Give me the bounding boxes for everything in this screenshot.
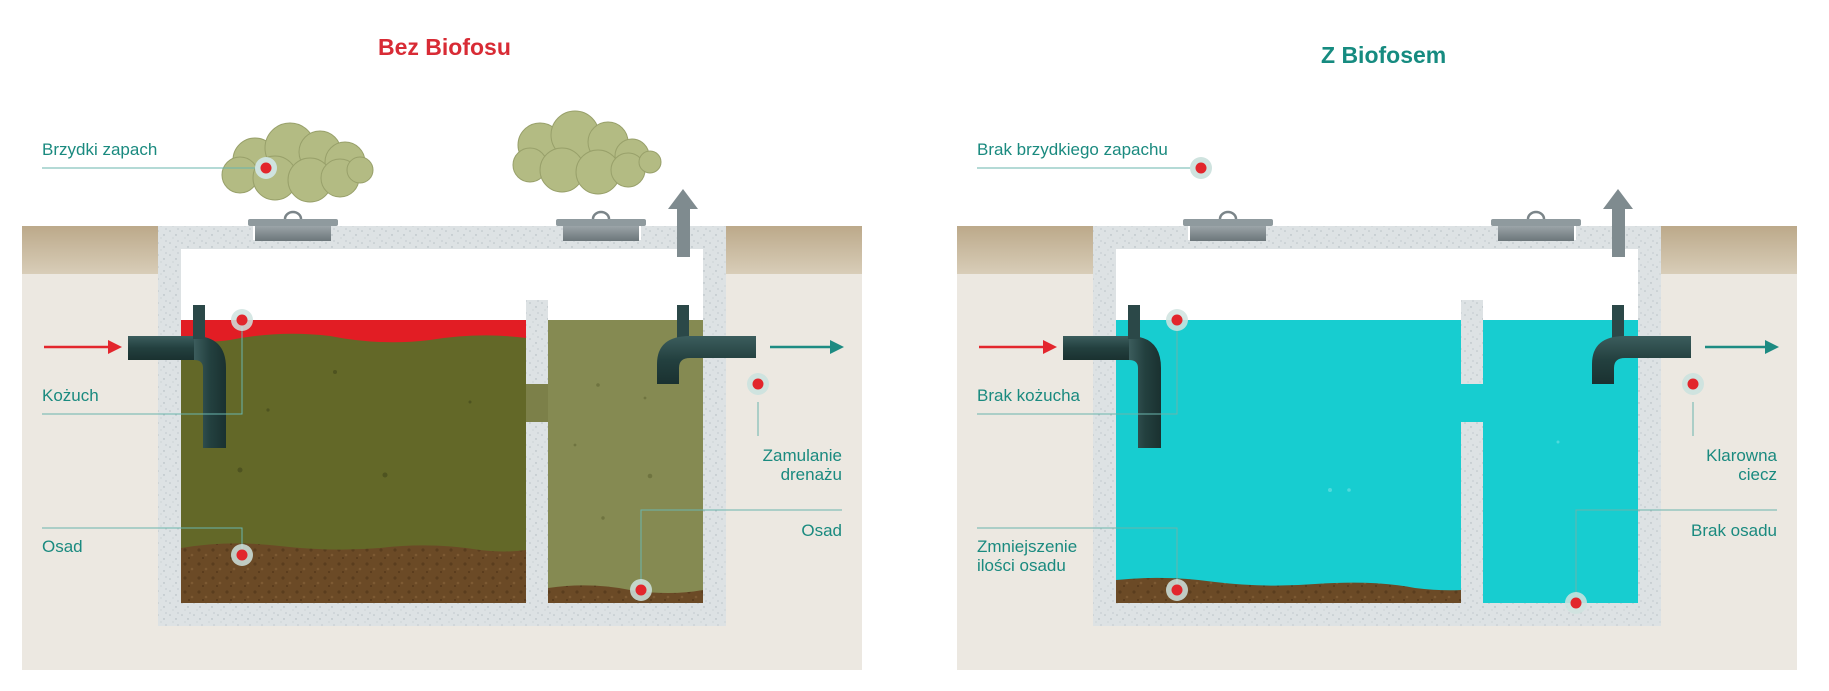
label-clear-line2: ciecz [1738,465,1777,484]
label-scum: Brak kożucha [977,386,1080,405]
marker-dot-icon [747,373,769,395]
outflow-arrow-icon [1705,340,1779,354]
label-odor: Brak brzydkiego zapachu [977,140,1168,159]
marker-dot-icon [1190,157,1212,179]
sediment-layer [181,543,526,603]
soil-layer-left [957,226,1097,274]
divider-opening [526,384,548,422]
marker-dot-icon [1565,592,1587,614]
manhole-cover-icon [1183,210,1273,241]
label-sediment: Osad [42,537,83,556]
liquid-specks-2 [573,383,653,520]
leader-lines [977,167,1777,603]
marker-dot-icon [1682,373,1704,395]
sediment-layer-2 [548,585,703,603]
marker-dot-icon [231,309,253,331]
outlet-pipe-icon [657,305,756,384]
panel-without-biofos: Bez Biofosu Brzydki zapach Kożuch Osad Z… [0,0,870,691]
divider-wall [526,300,548,603]
label-sediment-line2: ilości osadu [977,556,1066,575]
panel-with-biofos: Z Biofosem Brak brzydkiego zapachu Brak … [935,0,1805,691]
manhole-cover-icon [1491,210,1581,241]
label-clear-line1: Klarowna [1706,446,1777,465]
septic-tank-diagram [22,110,862,670]
vent-arrow-icon [1603,189,1633,257]
label-clear-liquid: Klarowna ciecz [1635,446,1777,484]
manhole-cover-icon [556,210,646,241]
sediment-layer [1116,577,1461,603]
scum-layer [181,320,526,343]
inflow-arrow-icon [44,340,122,354]
panel-title: Z Biofosem [1321,42,1447,68]
marker-dot-icon [1166,579,1188,601]
divider-wall [1461,300,1483,603]
manhole-cover-icon [248,210,338,241]
outlet-pipe-icon [1592,305,1691,384]
soil-layer-right [725,226,862,274]
label-sediment: Zmniejszenie ilości osadu [977,537,1077,575]
marker-dot-icon [1166,309,1188,331]
soil-layer-right [1660,226,1797,274]
cloud-odor-icon [221,122,374,203]
marker-dot-icon [231,544,253,566]
inlet-pipe-icon [128,305,226,448]
label-drain-line2: drenażu [780,465,842,484]
label-scum: Kożuch [42,386,99,405]
label-drain-line1: Zamulanie [762,446,842,465]
soil-layer-left [22,226,162,274]
outflow-arrow-icon [770,340,844,354]
divider-opening [1461,384,1483,422]
cloud-odor-icon [512,110,662,195]
label-sediment-2: Osad [801,521,842,540]
panel-title: Bez Biofosu [378,34,511,60]
inflow-arrow-icon [979,340,1057,354]
inlet-pipe-icon [1063,305,1161,448]
label-drain-clogging: Zamulanie drenażu [700,446,842,484]
label-odor: Brzydki zapach [42,140,158,159]
septic-tank-diagram [957,157,1797,670]
liquid-specks [1328,440,1560,492]
label-sediment-line1: Zmniejszenie [977,537,1078,556]
marker-dot-icon [630,579,652,601]
label-sediment-2: Brak osadu [1691,521,1777,540]
chamber1-liquid [1116,320,1461,603]
vent-arrow-icon [668,189,698,257]
marker-dot-icon [255,157,277,179]
